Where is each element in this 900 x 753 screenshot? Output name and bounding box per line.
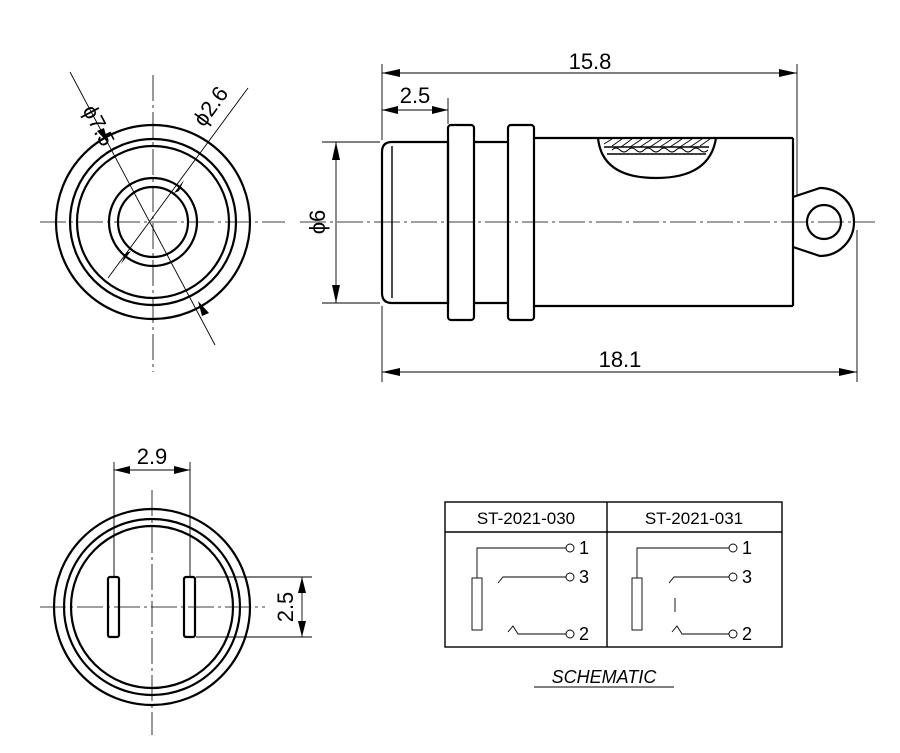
tip-wire-030 [497,576,566,584]
dia-inner-label: ϕ2.6 [188,82,233,131]
pin-1-label-030: 1 [579,538,589,558]
schematic-frame [444,501,783,648]
dim-diameter-arrow-top [332,142,340,160]
dim-diameter-arrow-bottom [332,285,340,303]
dia-inner-leader [107,87,249,279]
second-ring [68,137,238,307]
pin-length-label: 2.5 [273,592,298,623]
tip-wire-031 [668,576,729,584]
front-view: ϕ7.5 ϕ2.6 [40,71,285,372]
pin-3-label-031: 3 [742,567,752,587]
terminal-2-030 [565,629,575,639]
switch-wire-030 [507,625,566,635]
dim-pin-spacing-arrow-right [174,466,190,474]
total-length-label: 18.1 [599,347,642,372]
terminal-2-031 [728,629,738,639]
rear-outer-ring [52,507,252,707]
overall-length-label: 15.8 [569,49,612,74]
pin-spacing-label: 2.9 [137,444,168,469]
rear-view: 2.9 2.5 [40,444,312,735]
dim-pin-spacing-arrow-left [114,466,130,474]
dim-overall-arrow-right [779,69,797,77]
schematic-031: 1 3 2 [631,538,752,644]
sleeve-contact-031 [631,577,643,631]
front-flange [446,123,476,322]
dim-flange-arrow-left [382,106,398,114]
dia-inner-arrow-top [174,180,184,193]
sleeve-wire-030 [476,547,566,578]
dim-total-arrow-left [382,368,400,376]
cutaway-window [596,137,718,180]
dim-overall-arrow-left [382,69,400,77]
lug-hole [805,203,843,241]
dia-outer-arrow-bottom [198,301,209,316]
rear-second-ring [62,517,242,697]
pin-right [182,575,197,639]
sleeve-contact-030 [471,577,483,631]
bore-outer [107,176,199,268]
schematic-caption: SCHEMATIC [552,667,658,687]
third-ring [75,144,231,300]
terminal-1-030 [565,543,575,553]
dia-outer-arrow-top [97,128,108,143]
switch-wire-031 [671,625,729,635]
bore-inner [116,185,190,259]
pin-2-label-031: 2 [742,624,752,644]
dim-total-arrow-right [839,368,857,376]
rear-flange [506,123,536,322]
dim-flange-arrow-right [432,106,448,114]
pin-1-label-031: 1 [742,538,752,558]
dia-inner-arrow-bottom [121,251,131,264]
terminal-1-031 [728,543,738,553]
terminal-3-030 [565,572,575,582]
body-diameter-label: ϕ6 [305,210,330,235]
pin-2-label-030: 2 [579,624,589,644]
rear-third-ring [69,524,235,690]
model-031-header: ST-2021-031 [645,509,743,528]
flange-offset-label: 2.5 [400,83,431,108]
pin-left [106,575,121,639]
schematic-table: ST-2021-030 ST-2021-031 1 3 2 1 3 [444,501,783,688]
solder-lug [792,186,856,258]
dia-outer-leader [69,71,216,346]
sleeve-wire-031 [636,547,729,578]
dim-pin-length-arrow-top [298,577,306,593]
nose-section [380,140,450,305]
side-view: 15.8 2.5 ϕ6 18.1 [300,49,875,382]
outer-ring [54,123,252,321]
hatch-band [603,138,711,155]
model-030-header: ST-2021-030 [477,509,575,528]
terminal-3-031 [728,572,738,582]
dia-outer-label: ϕ7.5 [78,101,120,151]
pin-3-label-030: 3 [579,567,589,587]
schematic-030: 1 3 2 [471,538,589,644]
dim-pin-length-arrow-bottom [298,621,306,637]
